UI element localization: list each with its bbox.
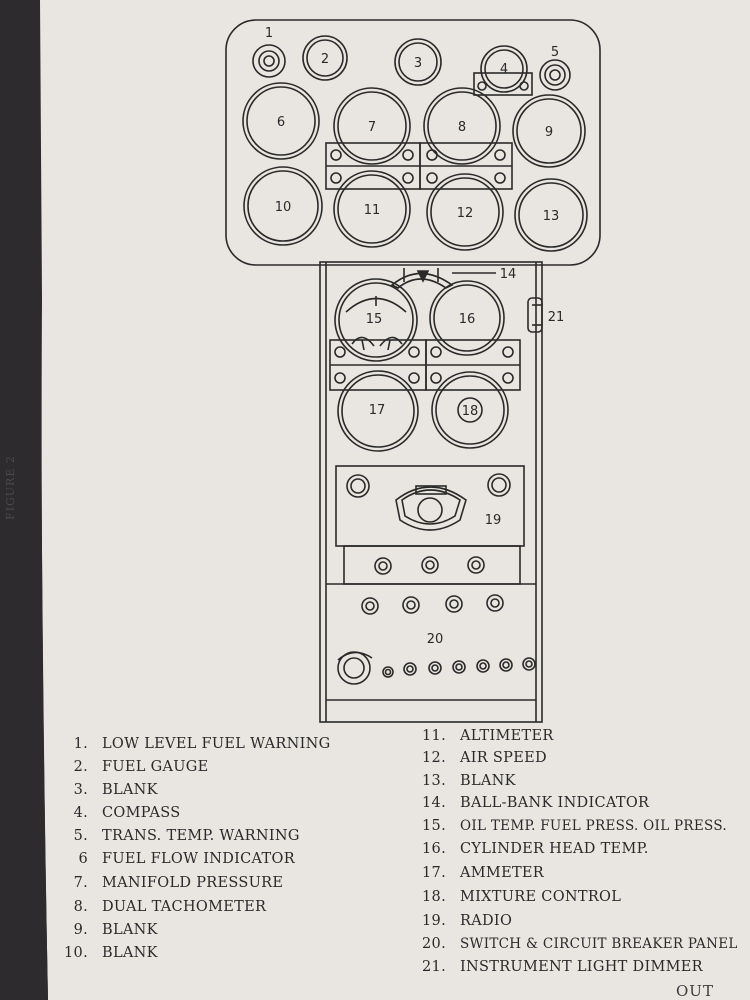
side-caption: FIGURE 2 (4, 455, 17, 520)
legend-left: 1.LOW LEVEL FUEL WARNING 2.FUEL GAUGE 3.… (64, 736, 331, 961)
page-corner-text: OUT (676, 982, 714, 1000)
callout-19: 19 (485, 513, 502, 528)
callout-4: 4 (500, 62, 508, 77)
callout-6: 6 (277, 115, 285, 130)
callout-13: 13 (543, 209, 560, 224)
callout-11: 11 (364, 203, 381, 218)
upper-panel-outline (225, 19, 601, 266)
callout-3: 3 (414, 56, 422, 71)
callout-7: 7 (368, 120, 376, 135)
paper-sheet (40, 0, 750, 1000)
callout-14: 14 (500, 267, 517, 282)
callout-2: 2 (321, 52, 329, 67)
callout-17: 17 (369, 403, 386, 418)
legend-right: 11.ALTIMETER 12.AIR SPEED 13.BLANK 14.BA… (422, 728, 738, 975)
callout-9: 9 (545, 125, 553, 140)
callout-18: 18 (462, 404, 479, 419)
callout-12: 12 (457, 206, 474, 221)
callout-20: 20 (427, 632, 444, 647)
page-edge-shadow (0, 0, 48, 1000)
callout-16: 16 (459, 312, 476, 327)
callout-21: 21 (548, 310, 565, 325)
callout-10: 10 (275, 200, 292, 215)
lower-console-outline (319, 261, 543, 723)
callout-1: 1 (265, 26, 273, 41)
callout-15: 15 (366, 312, 383, 327)
callout-5: 5 (551, 45, 559, 60)
callout-8: 8 (458, 120, 466, 135)
